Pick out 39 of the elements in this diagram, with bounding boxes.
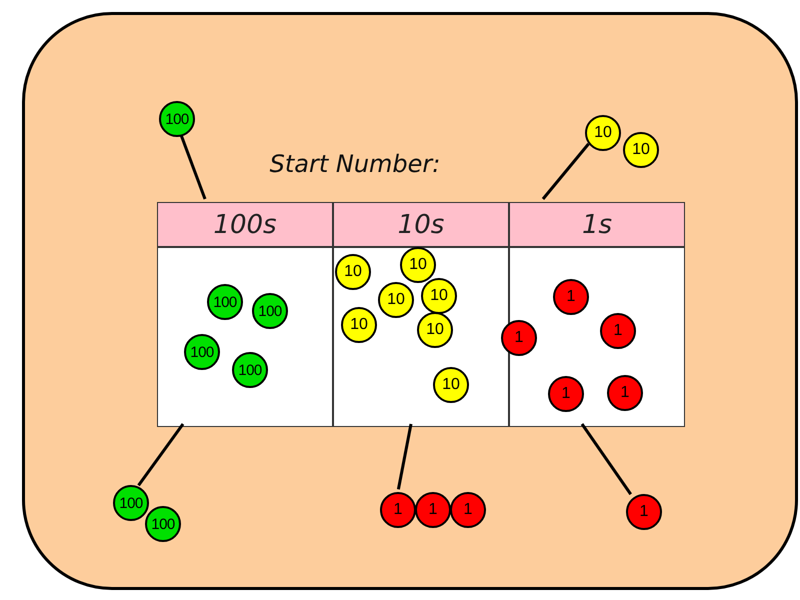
leader-line — [396, 424, 412, 490]
counter: 1 — [600, 313, 636, 349]
counter: 1 — [415, 492, 451, 528]
counter: 1 — [380, 492, 416, 528]
counter: 10 — [433, 367, 469, 403]
counter: 10 — [400, 247, 436, 283]
counter: 10 — [623, 132, 659, 168]
counter: 100 — [252, 293, 288, 329]
counter: 1 — [607, 375, 643, 411]
counter: 100 — [145, 506, 181, 542]
counter: 100 — [184, 334, 220, 370]
counter: 10 — [417, 312, 453, 348]
start-number-label: Start Number: — [268, 150, 442, 178]
counter: 10 — [341, 307, 377, 343]
counter: 10 — [335, 254, 371, 290]
counter: 100 — [113, 485, 149, 521]
mat-background — [22, 12, 798, 590]
counter: 10 — [378, 282, 414, 318]
counter: 10 — [585, 115, 621, 151]
column-heading: 10s — [398, 210, 444, 240]
column-header — [157, 202, 333, 247]
counter: 1 — [450, 492, 486, 528]
column-heading: 100s — [213, 210, 277, 240]
column-area — [333, 247, 509, 427]
counter: 100 — [207, 284, 243, 320]
counter: 10 — [421, 278, 457, 314]
leader-line — [542, 142, 590, 200]
counter: 100 — [159, 101, 195, 137]
counter: 1 — [548, 376, 584, 412]
counter: 1 — [553, 279, 589, 315]
column-heading: 1s — [582, 210, 612, 240]
leader-line — [580, 423, 632, 496]
counter: 1 — [626, 494, 662, 530]
column-header — [509, 202, 685, 247]
counter: 100 — [232, 352, 268, 388]
column-area — [509, 247, 685, 427]
column-header — [333, 202, 509, 247]
leader-line — [137, 423, 184, 486]
column-area — [157, 247, 333, 427]
